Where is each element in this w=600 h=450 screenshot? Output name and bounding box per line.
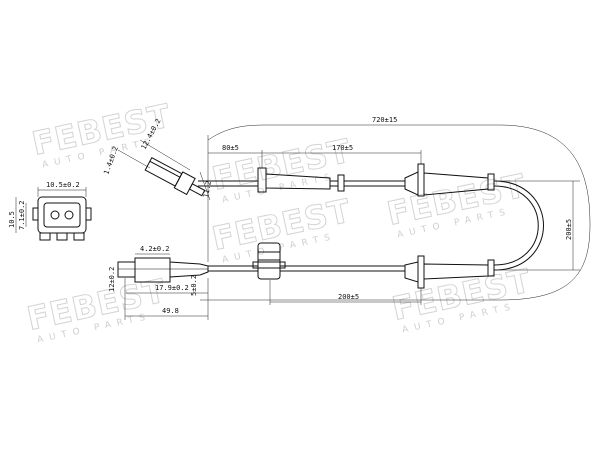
dim-first-segment: 80±5 <box>222 144 239 152</box>
dim-connector-width: 10.5±0.2 <box>46 181 80 189</box>
dim-clip-height: 11.2 <box>202 180 213 198</box>
dim-sensor-small: 5±0.2 <box>190 275 198 296</box>
cable <box>198 163 544 289</box>
dim-sensor-length: 49.8 <box>162 307 179 315</box>
watermarks: FEBEST AUTO PARTS FEBEST AUTO PARTS FEBE… <box>23 96 535 346</box>
dim-sensor-body: 12±0.2 <box>108 267 116 292</box>
sensor-head: 4.2±0.2 17.9±0.2 49.8 12±0.2 5±0.2 <box>108 245 209 320</box>
dim-lower-segment: 200±5 <box>338 293 359 301</box>
dim-connector-height: 10.5 <box>8 211 16 228</box>
connector-front-view: 10.5±0.2 10.5 7.1±0.2 <box>8 181 92 241</box>
dim-connector-inner: 7.1±0.2 <box>18 200 26 230</box>
dim-second-segment: 170±5 <box>332 144 353 152</box>
dim-loop-height: 200±5 <box>565 219 573 240</box>
dim-sensor-diameter: 17.9±0.2 <box>155 284 189 292</box>
dim-sensor-tip: 4.2±0.2 <box>140 245 170 253</box>
cable-dimensions: 720±15 80±5 170±5 200±5 200±5 <box>200 116 591 305</box>
dim-overall-length: 720±15 <box>372 116 397 124</box>
